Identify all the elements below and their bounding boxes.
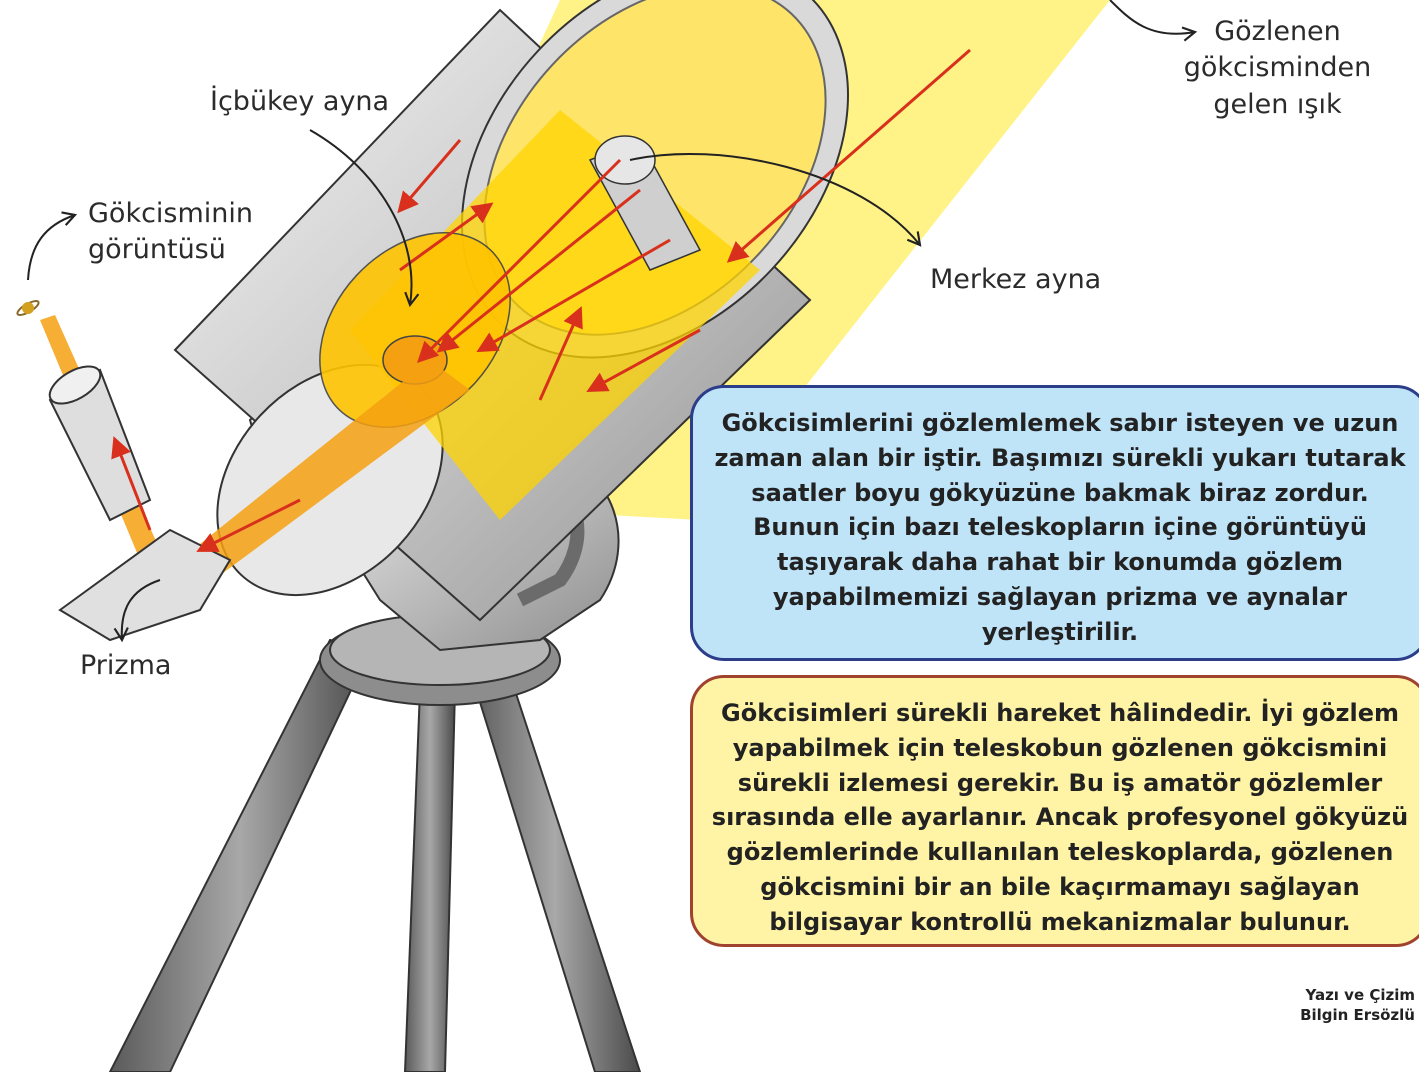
- planet-image: [16, 299, 41, 318]
- label-central-mirror: Merkez ayna: [930, 262, 1101, 298]
- label-light-from-object: Gözlenen gökcisminden gelen ışık: [1150, 14, 1405, 123]
- label-object-image: Gökcisminin görüntüsü: [88, 196, 248, 269]
- label-prism: Prizma: [80, 648, 171, 684]
- label-concave-mirror: İçbükey ayna: [210, 84, 389, 120]
- info-box-tracking: Gökcisimleri sürekli hareket hâlindedir.…: [690, 675, 1419, 947]
- info-box-observation: Gökcisimlerini gözlemlemek sabır isteyen…: [690, 385, 1419, 661]
- credit-line1: Yazı ve Çizim: [1300, 985, 1415, 1005]
- tripod: [110, 615, 640, 1072]
- credit-line2: Bilgin Ersözlü: [1300, 1005, 1415, 1025]
- credit: Yazı ve Çizim Bilgin Ersözlü: [1300, 985, 1415, 1026]
